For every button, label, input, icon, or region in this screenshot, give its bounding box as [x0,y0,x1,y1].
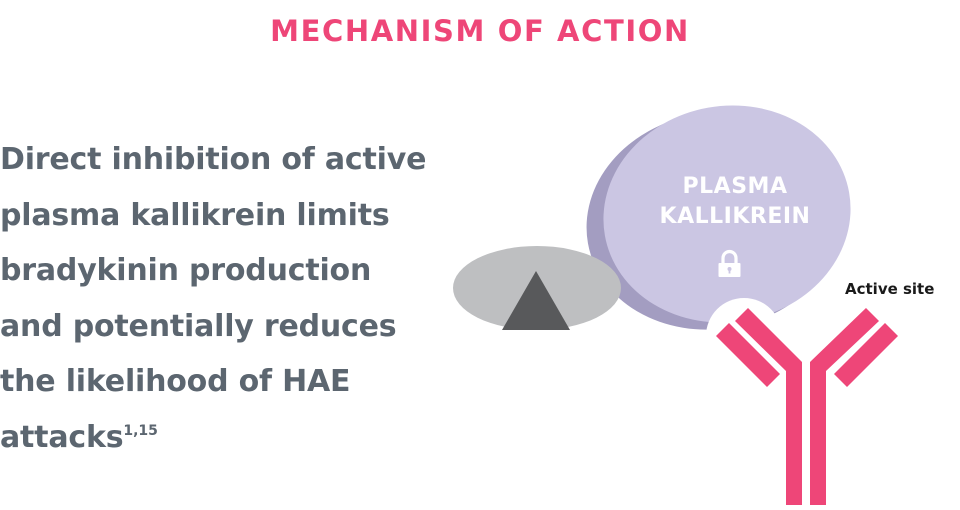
antibody-right-heavy-chain [810,308,879,505]
mechanism-description: Direct inhibition of active plasma kalli… [0,132,450,465]
lock-icon [718,249,741,277]
description-line: the likelihood of HAE [0,364,351,399]
kallikrein-label-line2: KALLIKREIN [659,204,811,229]
description-line-last: attacks1,15 [0,410,450,466]
antibody-right-light-chain [834,323,898,387]
antibody-left-heavy-chain [735,308,802,505]
description-line: plasma kallikrein limits [0,197,390,233]
description-line-text: attacks [0,419,124,455]
plasma-kallikrein-shape [603,105,851,323]
page-title: MECHANISM OF ACTION [270,14,690,48]
active-site-label: Active site [845,280,935,298]
description-line: Direct inhibition of active [0,142,427,177]
kallikrein-label-line1: PLASMA [682,174,788,199]
active-site-notch [706,298,782,374]
substrate-triangle [502,271,570,330]
description-line: and potentially reduces [0,308,397,344]
reference-superscript: 1,15 [123,422,158,439]
description-line: bradykinin production [0,253,372,288]
plasma-kallikrein-label: PLASMA KALLIKREIN [620,172,850,232]
antibody-left-light-chain [716,323,780,387]
antibody-icon [716,308,898,505]
